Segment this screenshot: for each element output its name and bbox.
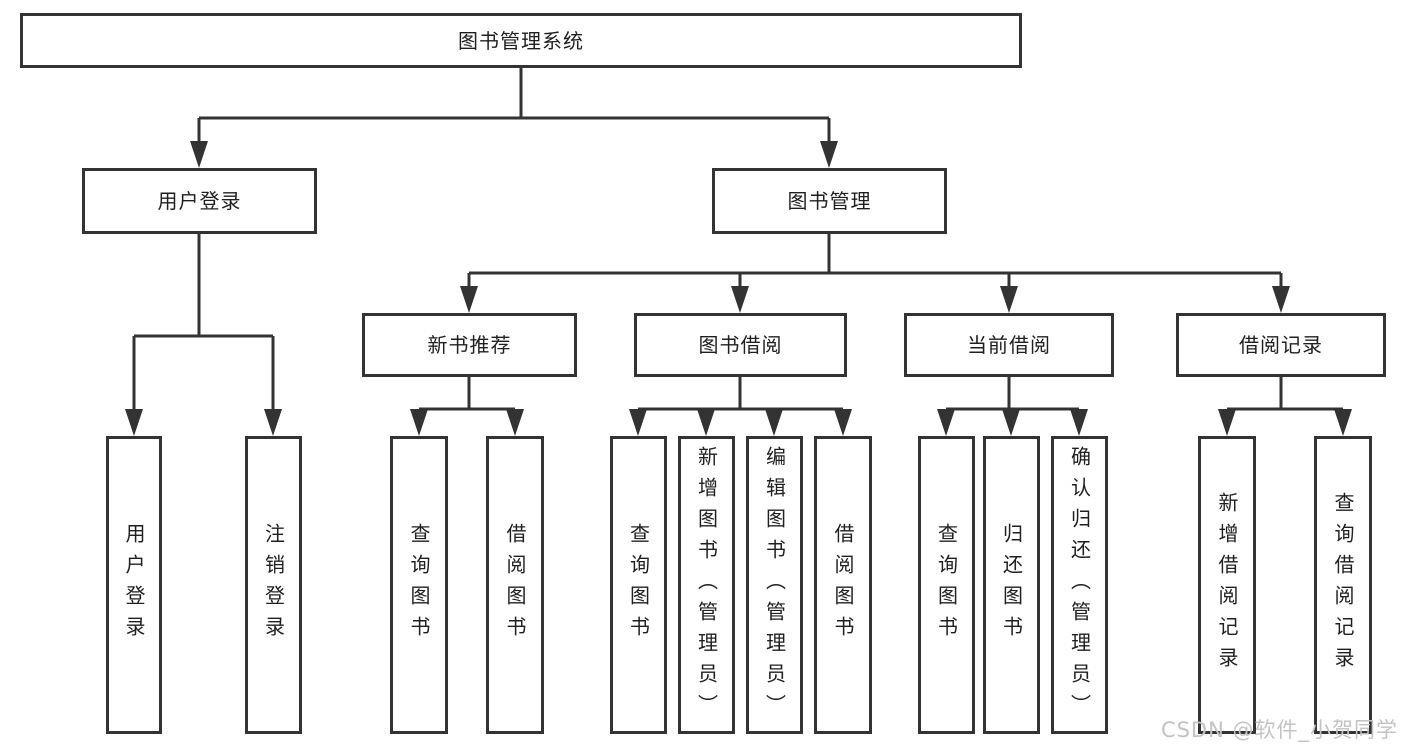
node-root: 图书管理系统 [20, 13, 1022, 68]
arrowhead-icon [125, 409, 143, 436]
node-book-management: 图书管理 [712, 168, 947, 234]
node-current-borrowing: 当前借阅 [904, 313, 1114, 377]
arrowhead-icon [937, 409, 955, 436]
arrowhead-icon [410, 409, 428, 436]
node-leaf-borrow-books-1: 借阅图书 [486, 436, 544, 734]
node-leaf-confirm-return: 确认归还（管理员） [1051, 436, 1108, 734]
node-leaf-query-books-2: 查询图书 [610, 436, 667, 734]
node-user-login: 用户登录 [82, 168, 317, 234]
node-leaf-add-borrow-record: 新增借阅记录 [1198, 436, 1256, 734]
watermark: CSDN @软件_小贺同学 [1160, 718, 1398, 742]
arrowhead-icon [731, 286, 749, 313]
arrowhead-icon [460, 286, 478, 313]
node-leaf-query-borrow-record: 查询借阅记录 [1314, 436, 1372, 734]
arrowhead-icon [820, 141, 838, 168]
node-leaf-user-login: 用户登录 [106, 436, 162, 734]
arrowhead-icon [1070, 409, 1088, 436]
node-leaf-query-books-1: 查询图书 [390, 436, 448, 734]
arrowhead-icon [629, 409, 647, 436]
arrowhead-icon [1334, 409, 1352, 436]
arrowhead-icon [1272, 286, 1290, 313]
node-new-book-recommend: 新书推荐 [362, 313, 577, 377]
node-leaf-logout: 注销登录 [245, 436, 302, 734]
arrowhead-icon [1218, 409, 1236, 436]
node-leaf-query-books-3: 查询图书 [918, 436, 975, 734]
arrowhead-icon [1002, 409, 1020, 436]
arrowhead-icon [765, 409, 783, 436]
node-book-borrowing: 图书借阅 [634, 313, 847, 377]
arrowhead-icon [264, 409, 282, 436]
node-borrowing-records: 借阅记录 [1176, 313, 1386, 377]
arrowhead-icon [506, 409, 524, 436]
node-leaf-add-books: 新增图书（管理员） [678, 436, 735, 734]
node-leaf-return-books: 归还图书 [983, 436, 1040, 734]
arrowhead-icon [697, 409, 715, 436]
arrowhead-icon [834, 409, 852, 436]
arrowhead-icon [1000, 286, 1018, 313]
node-leaf-borrow-books-2: 借阅图书 [814, 436, 872, 734]
node-leaf-edit-books: 编辑图书（管理员） [746, 436, 803, 734]
arrowhead-icon [190, 141, 208, 168]
